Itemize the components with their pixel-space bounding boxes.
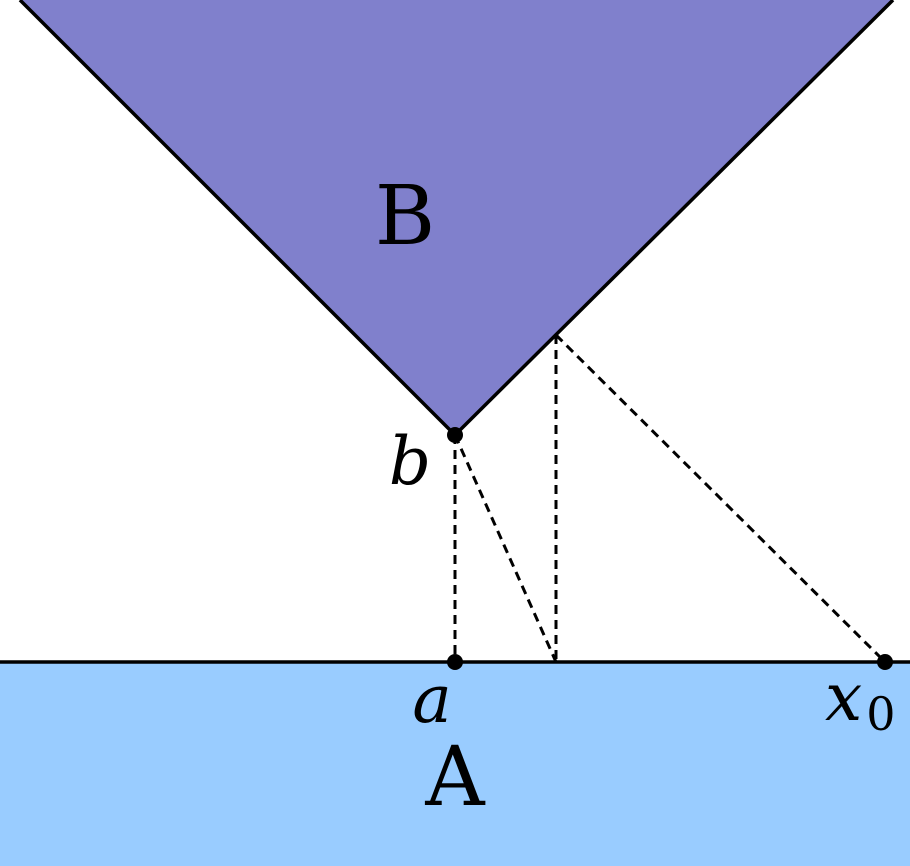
region-b-left-boundary — [18, 0, 457, 437]
point-x0-subscript: 0 — [866, 687, 895, 741]
point-x0-dot — [877, 654, 893, 670]
region-b-fill — [20, 0, 893, 435]
point-b-dot — [447, 427, 463, 443]
region-a-label: A — [424, 730, 486, 825]
point-a-dot — [447, 654, 463, 670]
point-b-label: b — [389, 423, 431, 500]
dashed-b-diagonal — [453, 434, 558, 663]
dashed-b-edge-to-x0 — [554, 333, 887, 664]
region-b-label: B — [375, 169, 435, 264]
point-x0-label: x0 — [825, 659, 896, 741]
point-a-label: a — [412, 661, 451, 738]
point-x0-main: x — [825, 659, 862, 736]
region-a-fill — [0, 662, 910, 866]
region-b-right-boundary — [453, 0, 895, 437]
